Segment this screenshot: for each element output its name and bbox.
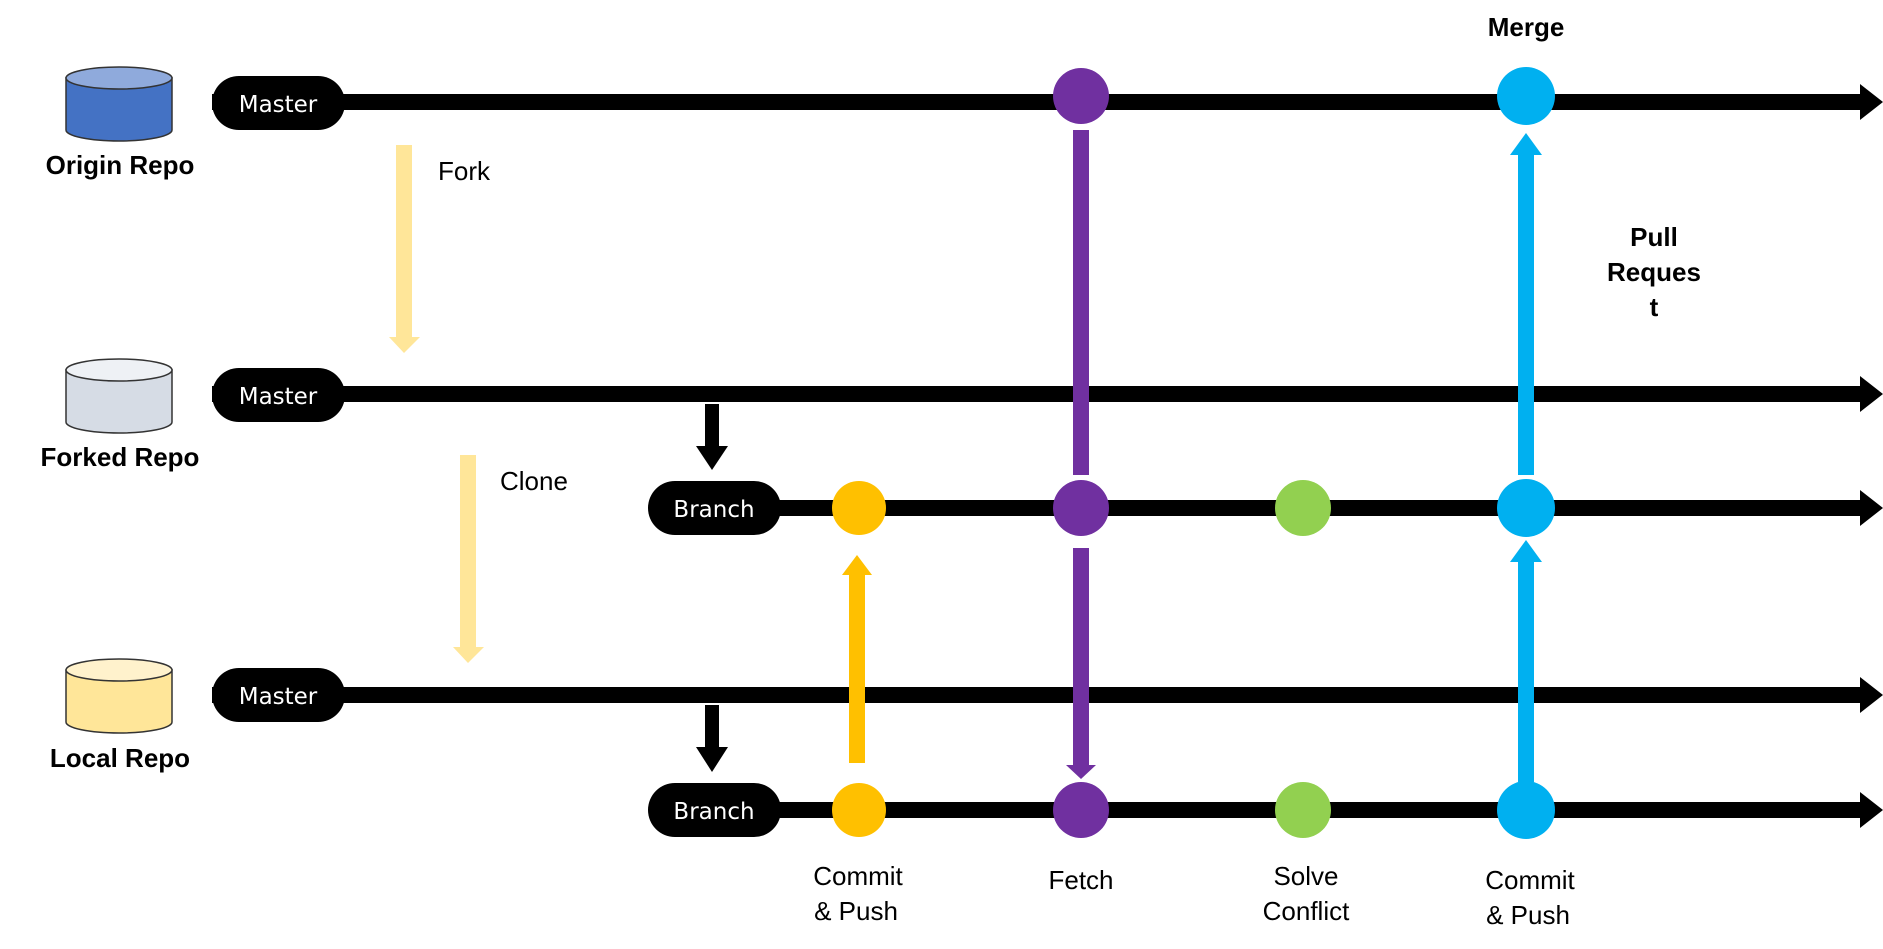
commit-push-1-label-line1: Commit <box>813 861 903 891</box>
commit-node-local-branch-2 <box>1497 781 1555 839</box>
forked-branch-create-arrow <box>696 404 728 470</box>
origin-repo-database-icon <box>65 66 173 142</box>
local-master-pill: Master <box>212 668 345 722</box>
fetch-label: Fetch <box>1048 865 1113 895</box>
local-master-timeline <box>212 677 1883 713</box>
fetch-arrow <box>1066 548 1096 779</box>
pull-request-label-line3: t <box>1650 292 1659 322</box>
origin-master-timeline <box>212 84 1883 120</box>
commit-push-2-label-line1: Commit <box>1485 865 1575 895</box>
pull-request-label-line1: Pull <box>1630 222 1678 252</box>
solve-conflict-label-line2: Conflict <box>1263 896 1350 926</box>
pull-request-node-forked-branch <box>1497 479 1555 537</box>
fetch-line-upper <box>1073 130 1089 475</box>
local-branch-create-arrow <box>696 705 728 772</box>
fork-label: Fork <box>438 156 491 186</box>
forked-master-timeline <box>212 376 1883 412</box>
origin-repo-label: Origin Repo <box>46 150 195 180</box>
origin-master-pill: Master <box>212 76 345 130</box>
clone-label: Clone <box>500 466 568 496</box>
fetch-node-local-branch <box>1053 782 1109 838</box>
merge-label: Merge <box>1488 12 1565 42</box>
clone-arrow <box>453 455 484 663</box>
fork-arrow <box>389 145 420 353</box>
forked-master-label: Master <box>239 384 318 410</box>
pull-request-arrow <box>1510 133 1542 475</box>
local-branch-label: Branch <box>673 799 754 825</box>
origin-master-label: Master <box>239 92 318 118</box>
merge-node-origin-master <box>1497 67 1555 125</box>
fetch-node-origin-master <box>1053 68 1109 124</box>
local-master-label: Master <box>239 684 318 710</box>
forked-repo-label: Forked Repo <box>41 442 200 472</box>
fetch-node-forked-branch <box>1053 480 1109 536</box>
commit-node-forked-branch <box>832 481 886 535</box>
commit-push-2-label-line2: & Push <box>1486 900 1570 930</box>
local-repo-database-icon <box>65 658 173 734</box>
commit-push-arrow-1 <box>842 555 872 763</box>
commit-node-local-branch <box>832 783 886 837</box>
commit-push-arrow-2 <box>1510 540 1542 782</box>
forked-repo-database-icon <box>65 358 173 434</box>
forked-branch-pill: Branch <box>648 481 781 535</box>
local-repo-label: Local Repo <box>50 743 190 773</box>
pull-request-label-line2: Reques <box>1607 257 1701 287</box>
commit-push-1-label-line2: & Push <box>814 896 898 926</box>
local-branch-pill: Branch <box>648 783 781 837</box>
solve-conflict-node-local-branch <box>1275 782 1331 838</box>
solve-conflict-label-line1: Solve <box>1273 861 1338 891</box>
forked-master-pill: Master <box>212 368 345 422</box>
forked-branch-label: Branch <box>673 497 754 523</box>
solve-conflict-node-forked-branch <box>1275 480 1331 536</box>
